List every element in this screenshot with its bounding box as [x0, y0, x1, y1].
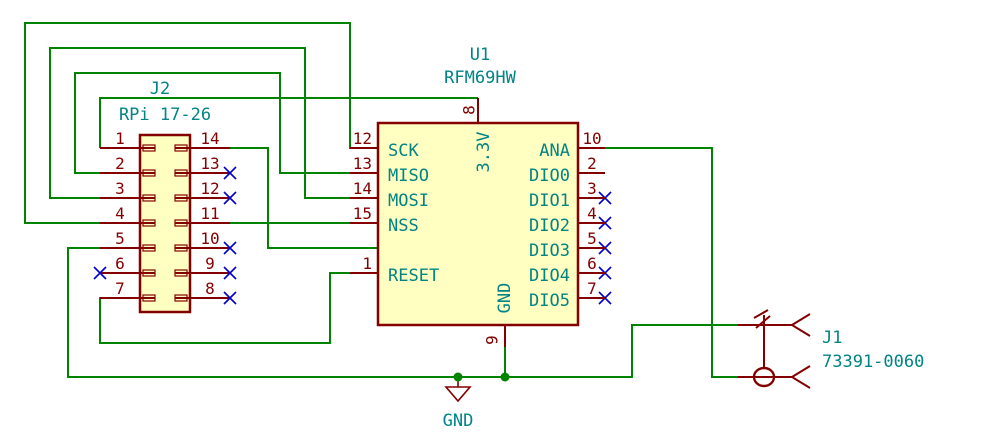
j2-pin-num: 10	[200, 229, 219, 248]
u1-pin-num: 13	[353, 154, 372, 173]
j2-pin-socket	[142, 144, 156, 152]
j2-pin-socket	[142, 269, 156, 277]
wire-mosi[interactable]	[49, 47, 378, 199]
u1-pin-name-3v3: 3.3V	[474, 132, 494, 173]
j2-pin-socket	[174, 219, 188, 227]
no-connect-mark	[223, 191, 237, 205]
u1-pin-num: 12	[353, 129, 372, 148]
u1-pin-name-dio1: DIO1	[529, 191, 570, 211]
connector-j1[interactable]: J1 73391-0060	[738, 309, 924, 389]
gnd-symbol[interactable]: GND	[443, 377, 474, 431]
no-connect-mark	[223, 166, 237, 180]
j2-pin-num: 14	[200, 129, 219, 148]
u1-pin-num: 9	[483, 335, 502, 345]
u1-pin-name-reset: RESET	[388, 266, 439, 286]
j2-pin-socket	[142, 294, 156, 302]
u1-pin-name-gnd: GND	[495, 283, 515, 314]
j2-pin-socket	[142, 194, 156, 202]
j2-pin-num: 1	[115, 129, 125, 148]
u1-pin-name-dio3: DIO3	[529, 241, 570, 261]
u1-pin-num: 8	[460, 105, 479, 115]
j2-pin-num: 8	[205, 279, 215, 298]
u1-pin-num: 15	[353, 204, 372, 223]
j1-center-circle-icon	[752, 366, 776, 388]
j2-pin-socket	[142, 169, 156, 177]
u1-pin-name-dio2: DIO2	[529, 216, 570, 236]
j2-value: RPi 17-26	[119, 105, 211, 125]
u1-pin-num: 7	[587, 279, 597, 298]
j2-pin-socket	[174, 194, 188, 202]
j2-pin-num: 3	[115, 179, 125, 198]
u1-pin-name-dio0: DIO0	[529, 166, 570, 186]
j1-chevron-icon	[791, 365, 811, 389]
connector-j2[interactable]: J2 RPi 17-26 1 2 3 4 5 6 7 14 13 12 11 1…	[100, 79, 230, 314]
u1-pin-name-sck: SCK	[388, 141, 419, 161]
j2-pin-socket	[142, 219, 156, 227]
module-u1[interactable]: U1 RFM69HW SCK MISO MOSI NSS RESET ANA D…	[350, 45, 605, 347]
u1-pin-name-miso: MISO	[388, 166, 429, 186]
j2-pin-num: 13	[200, 154, 219, 173]
u1-pin-num: 6	[587, 254, 597, 273]
u1-pin-name-ana: ANA	[539, 141, 570, 161]
wire-gnd-bus[interactable]	[67, 247, 768, 378]
j2-pin-num: 6	[115, 254, 125, 273]
j2-pin-socket	[142, 244, 156, 252]
j2-pin-socket	[174, 169, 188, 177]
u1-pin-num: 14	[353, 179, 372, 198]
j1-shield-marks	[753, 309, 771, 329]
j2-ref: J2	[150, 79, 170, 99]
no-connect-mark	[223, 241, 237, 255]
gnd-label: GND	[443, 411, 474, 431]
j2-pin-num: 5	[115, 229, 125, 248]
u1-body	[376, 121, 580, 327]
u1-pin-num: 10	[582, 129, 601, 148]
u1-pin-name-dio5: DIO5	[529, 291, 570, 311]
no-connect-mark	[93, 266, 107, 280]
u1-ref: U1	[470, 45, 490, 65]
u1-pin-name-nss: NSS	[388, 216, 419, 236]
j2-pin-num: 11	[200, 204, 219, 223]
j2-pin-num: 2	[115, 154, 125, 173]
j2-pin-socket	[174, 144, 188, 152]
u1-pin-num: 3	[587, 179, 597, 198]
j2-pin-num: 7	[115, 279, 125, 298]
u1-pin-num: 2	[587, 154, 597, 173]
u1-pin-num: 5	[587, 229, 597, 248]
wire-nss-loop[interactable]	[24, 22, 351, 224]
no-connect-mark	[223, 291, 237, 305]
j2-pin-num: 12	[200, 179, 219, 198]
j2-pin-num: 4	[115, 204, 125, 223]
j2-pin-socket	[174, 294, 188, 302]
u1-pin-name-mosi: MOSI	[388, 191, 429, 211]
u1-pin-name-dio4: DIO4	[529, 266, 570, 286]
u1-pin-num: 1	[362, 254, 372, 273]
junction-dot	[453, 372, 463, 382]
j2-pin-lines	[100, 144, 230, 302]
j1-value: 73391-0060	[822, 352, 924, 372]
gnd-triangle-icon	[444, 386, 472, 403]
j1-chevron-icon	[791, 313, 811, 337]
wire-miso[interactable]	[74, 72, 378, 174]
junction-dot	[500, 372, 510, 382]
j2-pin-socket	[174, 269, 188, 277]
no-connect-mark	[223, 266, 237, 280]
u1-pin-num: 4	[587, 204, 597, 223]
u1-value: RFM69HW	[444, 68, 516, 88]
j2-pin-socket	[174, 244, 188, 252]
j1-ref: J1	[822, 328, 842, 348]
j2-pin-num: 9	[205, 254, 215, 273]
wire-ana[interactable]	[605, 147, 752, 378]
